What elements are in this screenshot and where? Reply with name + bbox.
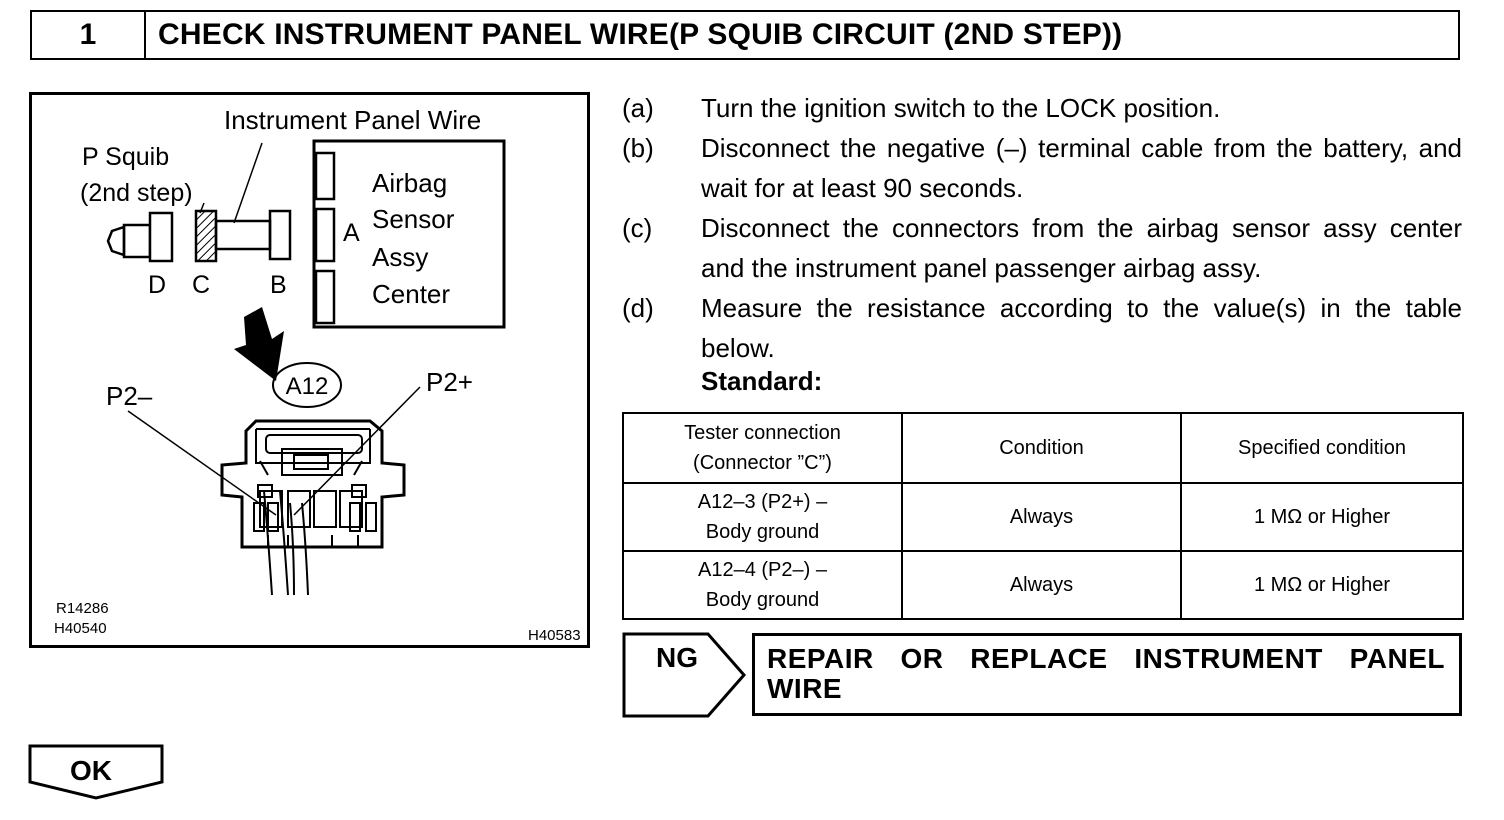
connector-d-body — [148, 211, 174, 263]
label-a: A — [343, 219, 360, 247]
step-header: 1 CHECK INSTRUMENT PANEL WIRE(P SQUIB CI… — [30, 10, 1460, 60]
label-p-squib-2: (2nd step) — [80, 179, 193, 207]
cell-connection: A12–3 (P2+) – Body ground — [622, 482, 903, 552]
cell-condition: Always — [901, 482, 1182, 552]
ng-arrow-icon — [622, 632, 746, 718]
label-airbag-1: Airbag — [372, 168, 447, 198]
cell-connection-line2: Body ground — [705, 589, 820, 611]
sensor-connector-slot — [314, 151, 336, 201]
connector-a12-drawing — [220, 419, 406, 549]
step-title: CHECK INSTRUMENT PANEL WIRE(P SQUIB CIRC… — [158, 18, 1123, 51]
label-airbag-3: Assy — [372, 242, 428, 272]
cell-condition: Always — [901, 550, 1182, 620]
instruction-item: (d) Measure the resistance according to … — [622, 288, 1462, 368]
instruction-list: (a) Turn the ignition switch to the LOCK… — [622, 88, 1462, 368]
squib-connector-tip — [106, 225, 126, 257]
connector-c-hatched — [194, 209, 218, 263]
step-number: 1 — [32, 12, 146, 58]
instruction-text: Disconnect the connectors from the airba… — [701, 213, 1462, 283]
ok-label: OK — [70, 755, 112, 786]
ng-label: NG — [656, 642, 698, 673]
leader-p-squib — [199, 202, 205, 214]
label-d: D — [148, 271, 166, 299]
header-specified-condition: Specified condition — [1180, 412, 1464, 484]
label-p2-minus: P2– — [106, 381, 153, 411]
table-header-row: Tester connection (Connector ”C”) Condit… — [622, 412, 1464, 484]
table-row: A12–3 (P2+) – Body ground Always 1 MΩ or… — [622, 482, 1464, 552]
instruction-key: (a) — [622, 93, 654, 123]
cell-specified: 1 MΩ or Higher — [1180, 550, 1464, 620]
label-connector-a12: A12 — [286, 373, 329, 400]
header-tester-connection: Tester connection (Connector ”C”) — [622, 412, 903, 484]
header-tester-connection-line1: Tester connection — [684, 422, 841, 444]
header-condition: Condition — [901, 412, 1182, 484]
figure-code-3: H40583 — [528, 627, 581, 644]
down-arrow-icon — [234, 307, 284, 381]
ng-action-box: REPAIR OR REPLACE INSTRUMENT PANEL WIRE — [752, 633, 1462, 716]
instruction-item: (c) Disconnect the connectors from the a… — [622, 208, 1462, 288]
connector-label-ellipse — [272, 362, 342, 408]
instruction-text: Turn the ignition switch to the LOCK pos… — [701, 93, 1221, 123]
wiring-diagram-figure: Instrument Panel Wire P Squib (2nd step)… — [29, 92, 590, 648]
label-b: B — [270, 271, 287, 299]
leader-instrument-panel-wire — [233, 142, 263, 224]
cell-connection-line2: Body ground — [705, 521, 820, 543]
instruction-key: (d) — [622, 293, 654, 323]
standard-label: Standard: — [701, 366, 823, 396]
instruction-key: (b) — [622, 133, 654, 163]
spec-table: Tester connection (Connector ”C”) Condit… — [622, 412, 1464, 620]
figure-code-1: R14286 — [56, 600, 109, 617]
label-airbag-2: Sensor — [372, 204, 455, 234]
instruction-text: Disconnect the negative (–) terminal cab… — [701, 133, 1462, 203]
header-tester-connection-line2: (Connector ”C”) — [693, 452, 832, 474]
instruction-key: (c) — [622, 213, 653, 243]
label-airbag-4: Center — [372, 279, 450, 309]
connector-b — [268, 209, 292, 261]
sensor-connector-slot — [314, 269, 336, 325]
label-instrument-panel-wire: Instrument Panel Wire — [224, 105, 481, 135]
cell-connection: A12–4 (P2–) – Body ground — [622, 550, 903, 620]
instruction-text: Measure the resistance according to the … — [701, 293, 1462, 363]
ok-arrow-icon — [28, 744, 164, 800]
label-p-squib-1: P Squib — [82, 143, 169, 171]
cell-specified: 1 MΩ or Higher — [1180, 482, 1464, 552]
wiring-diagram: Instrument Panel Wire P Squib (2nd step)… — [54, 105, 581, 644]
sensor-connector-slot — [314, 207, 336, 263]
airbag-sensor-box — [312, 139, 506, 329]
label-c: C — [192, 271, 210, 299]
cell-connection-line1: A12–3 (P2+) – — [697, 491, 828, 513]
instruction-item: (a) Turn the ignition switch to the LOCK… — [622, 88, 1462, 128]
label-p2-plus: P2+ — [426, 367, 473, 397]
leader-p2-plus — [293, 386, 421, 516]
instruction-item: (b) Disconnect the negative (–) terminal… — [622, 128, 1462, 208]
probe-cables — [263, 490, 309, 596]
wire-body — [214, 219, 272, 251]
figure-code-2: H40540 — [54, 620, 107, 637]
leader-p2-minus — [127, 410, 277, 516]
cell-connection-line1: A12–4 (P2–) – — [698, 559, 827, 581]
connector-d — [122, 223, 152, 259]
table-row: A12–4 (P2–) – Body ground Always 1 MΩ or… — [622, 550, 1464, 620]
